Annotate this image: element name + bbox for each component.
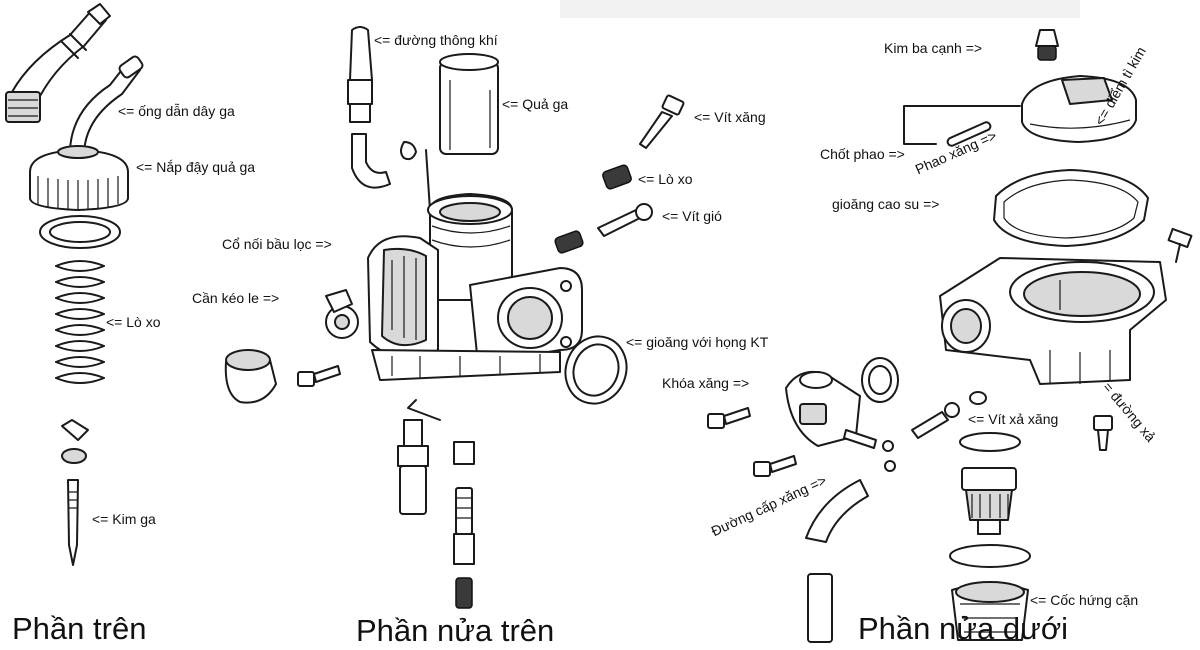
- fuel-line-drawing: [805, 479, 869, 643]
- sediment-cup-drawing: [949, 432, 1031, 641]
- label-throttle-cable-tube: <= ống dẫn dây ga: [118, 103, 235, 119]
- drain-screw-drawing: [911, 391, 1113, 451]
- main-jet-assembly-drawing: [397, 399, 475, 609]
- label-rubber-gasket: gioăng cao su =>: [832, 196, 940, 212]
- label-air-screw: <= Vít gió: [662, 208, 722, 224]
- label-upper-spring: <= Lò xo: [106, 314, 161, 330]
- triangle-needle-drawing: [1035, 29, 1059, 61]
- fuel-valve-drawing: [707, 357, 899, 477]
- label-needle: <= Kim ga: [92, 511, 156, 527]
- body-screw-drawing: [297, 365, 341, 387]
- label-fuel-valve: Khóa xăng =>: [662, 375, 750, 391]
- throttle-cable-tube-drawing: [5, 3, 144, 153]
- throttle-slide-cap-drawing: [29, 145, 129, 211]
- upper-washer-drawing: [39, 215, 121, 249]
- section-title-lower: Phần nửa dưới: [858, 611, 1069, 646]
- label-vent-tube: <= đường thông khí: [374, 32, 498, 48]
- intake-gasket-drawing: [564, 335, 628, 405]
- float-chamber-drawing: [939, 227, 1193, 385]
- jet-needle-drawing: [67, 479, 79, 566]
- label-triangle-needle: Kim ba cạnh =>: [884, 40, 983, 56]
- label-throttle-slide-cap: <= Nắp đậy quả ga: [136, 159, 256, 175]
- label-air-filter-connector: Cổ nối bầu lọc =>: [222, 236, 332, 252]
- label-drain-screw: <= Vít xả xăng: [968, 411, 1059, 427]
- middle-spring-drawing: [554, 164, 632, 254]
- vent-tube-drawing: [347, 26, 433, 241]
- section-title-middle: Phần nửa trên: [356, 613, 555, 648]
- carburetor-body-drawing: [325, 193, 583, 381]
- air-screw-drawing: [597, 203, 653, 237]
- label-throttle-slide: <= Quả ga: [502, 96, 569, 112]
- throttle-slide-drawing: [439, 53, 499, 155]
- air-filter-cap-drawing: [224, 349, 277, 404]
- label-middle-spring: <= Lò xo: [638, 171, 693, 187]
- fuel-screw-drawing: [639, 94, 685, 149]
- label-intake-gasket: <= gioăng với họng KT: [626, 334, 769, 350]
- rubber-gasket-drawing: [993, 169, 1149, 247]
- label-choke-lever: Cần kéo le =>: [192, 290, 280, 306]
- section-title-upper: Phần trên: [12, 611, 147, 646]
- needle-clip-drawing: [61, 419, 89, 464]
- label-sediment-cup: <= Cốc hứng cặn: [1030, 592, 1139, 608]
- label-float-pin: Chốt phao =>: [820, 146, 905, 162]
- upper-spring-drawing: [55, 260, 105, 384]
- top-band: [560, 0, 1080, 18]
- label-fuel-screw: <= Vít xăng: [694, 109, 766, 125]
- float-drawing: [903, 75, 1137, 147]
